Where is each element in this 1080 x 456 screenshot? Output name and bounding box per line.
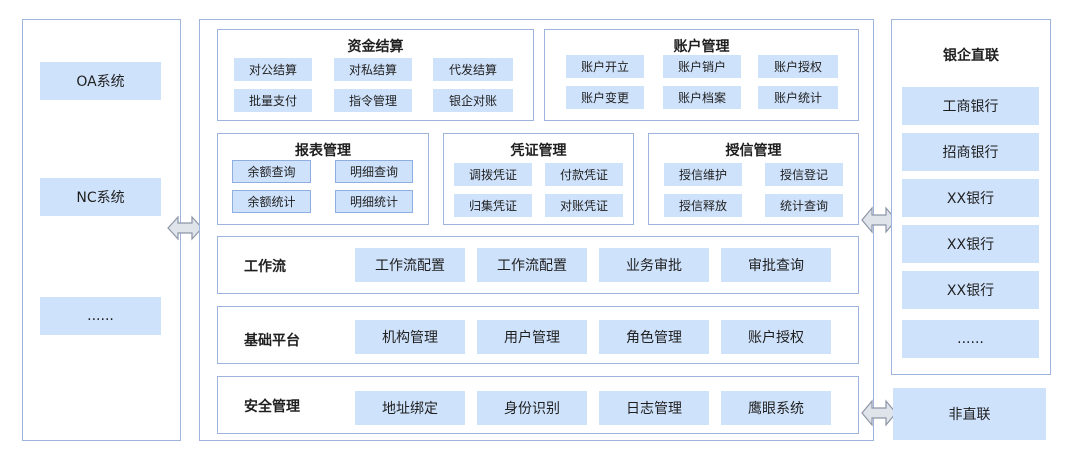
account-management-item[interactable]: 账户开立: [566, 55, 644, 78]
report-management-item[interactable]: 明细统计: [335, 190, 413, 213]
security-management-item[interactable]: 日志管理: [599, 391, 709, 425]
bank-item[interactable]: XX银行: [902, 179, 1039, 217]
workflow-item[interactable]: 工作流配置: [355, 248, 465, 282]
left-item-more[interactable]: ......: [40, 297, 161, 335]
fund-settlement-item[interactable]: 代发结算: [433, 58, 513, 81]
workflow-item[interactable]: 工作流配置: [477, 248, 587, 282]
account-management-item[interactable]: 账户统计: [758, 86, 838, 109]
base-platform-item[interactable]: 机构管理: [355, 320, 465, 354]
report-management-item[interactable]: 明细查询: [335, 160, 413, 183]
fund-settlement-item[interactable]: 银企对账: [433, 89, 513, 112]
credit-management-title: 授信管理: [725, 143, 782, 159]
voucher-management-item[interactable]: 归集凭证: [454, 194, 532, 217]
bank-item[interactable]: XX银行: [902, 225, 1039, 263]
credit-management-item[interactable]: 授信登记: [765, 163, 843, 186]
report-management-title: 报表管理: [295, 143, 351, 159]
voucher-management-item[interactable]: 对账凭证: [545, 194, 623, 217]
bank-item[interactable]: 招商银行: [902, 133, 1039, 171]
report-management-item[interactable]: 余额查询: [232, 160, 311, 183]
account-management-title: 账户管理: [673, 39, 730, 55]
report-management-item[interactable]: 余额统计: [232, 190, 311, 213]
bank-direct-title: 银企直联: [943, 48, 999, 64]
fund-settlement-item[interactable]: 对公结算: [234, 58, 312, 81]
voucher-management-item[interactable]: 付款凭证: [545, 163, 623, 186]
base-platform-title: 基础平台: [244, 333, 300, 349]
security-management-item[interactable]: 地址绑定: [355, 391, 465, 425]
base-platform-item[interactable]: 账户授权: [721, 320, 831, 354]
base-platform-item[interactable]: 用户管理: [477, 320, 587, 354]
left-double-arrow-icon: [167, 215, 203, 241]
bottom-right-double-arrow-icon: [861, 399, 897, 427]
left-item-oa[interactable]: OA系统: [40, 62, 161, 100]
account-management-item[interactable]: 账户变更: [566, 86, 644, 109]
base-platform-item[interactable]: 角色管理: [599, 320, 709, 354]
account-management-item[interactable]: 账户档案: [663, 86, 741, 109]
account-management-item[interactable]: 账户销户: [663, 55, 741, 78]
bank-item[interactable]: 工商银行: [902, 87, 1039, 125]
left-item-nc[interactable]: NC系统: [40, 178, 161, 216]
credit-management-item[interactable]: 授信释放: [664, 194, 742, 217]
credit-management-item[interactable]: 授信维护: [664, 163, 742, 186]
non-direct-item[interactable]: 非直联: [893, 388, 1046, 440]
bank-item-more[interactable]: ......: [902, 320, 1039, 358]
security-management-title: 安全管理: [244, 399, 300, 415]
bank-item[interactable]: XX银行: [902, 271, 1039, 309]
fund-settlement-item[interactable]: 对私结算: [334, 58, 412, 81]
voucher-management-title: 凭证管理: [510, 143, 567, 159]
workflow-item[interactable]: 业务审批: [599, 248, 709, 282]
voucher-management-item[interactable]: 调拨凭证: [454, 163, 532, 186]
workflow-title: 工作流: [244, 259, 286, 275]
fund-settlement-item[interactable]: 指令管理: [334, 89, 412, 112]
account-management-item[interactable]: 账户授权: [758, 55, 838, 78]
security-management-item[interactable]: 身份识别: [477, 391, 587, 425]
security-management-item[interactable]: 鹰眼系统: [721, 391, 831, 425]
fund-settlement-title: 资金结算: [347, 39, 404, 55]
fund-settlement-item[interactable]: 批量支付: [234, 89, 312, 112]
workflow-item[interactable]: 审批查询: [721, 248, 831, 282]
credit-management-item[interactable]: 统计查询: [765, 194, 843, 217]
